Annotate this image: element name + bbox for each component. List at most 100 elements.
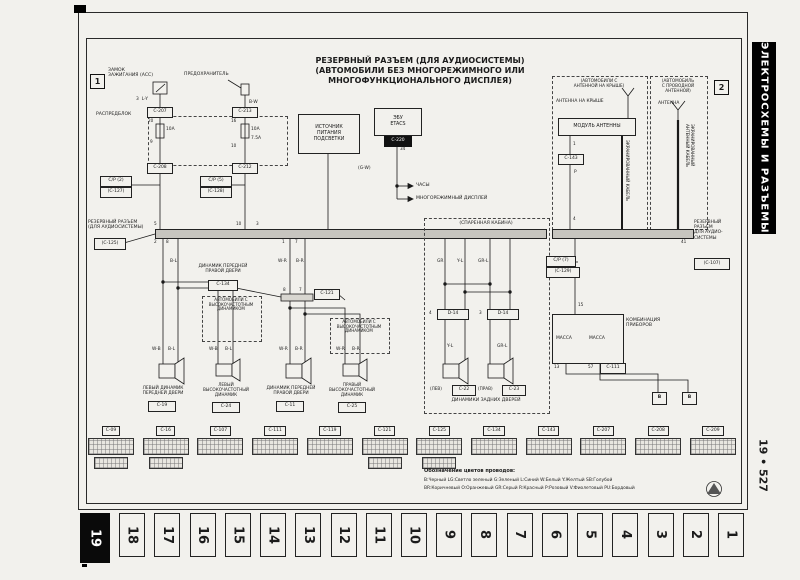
connector-pin-grid: [635, 437, 682, 455]
fuse1-top-pin: 20: [148, 118, 154, 123]
section-tab-2: 2: [682, 513, 709, 557]
connector-c213: C-213: [232, 107, 258, 118]
bus-pin-below-2: 8: [166, 239, 169, 244]
connector-id-label: C-121: [373, 426, 396, 436]
connector-pin-grid: [197, 437, 244, 455]
section-tab-8: 8: [471, 513, 498, 557]
bus-pin-below-3: 1: [282, 239, 285, 244]
chapter-side-tab: ЭЛЕКТРОСХЕМЫ И РАЗЪЕМЫ: [752, 42, 776, 234]
wire-br-top: B-R: [296, 259, 304, 264]
legend-header: Обозначение цветов проводов:: [424, 468, 516, 474]
connector-c134: C-134: [208, 280, 238, 291]
section-tab-19: 19: [80, 513, 110, 563]
page-number: 19 • 527: [756, 439, 770, 492]
antenna-module-box: МОДУЛЬ АНТЕННЫ: [558, 118, 636, 136]
connector-pin-grid: [361, 437, 408, 455]
connector-c143: C-143: [558, 154, 584, 165]
connector-c19: C-19: [148, 401, 176, 412]
connector-pinout-C-119: C-119: [306, 426, 353, 455]
section-tab-16: 16: [189, 513, 216, 557]
instrument-cluster-label: КОМБИНАЦИЯ ПРИБОРОВ: [626, 318, 661, 329]
fuse2-bottom-pin: 10: [231, 143, 237, 148]
ignition-switch-label: ЗАМОК ЗАЖИГАНИЯ (ACC): [108, 68, 154, 79]
wired-antenna-option-box: [650, 76, 708, 230]
ground-label-1: МАССА: [556, 336, 572, 341]
connector-pin-grid: [580, 437, 627, 455]
reserve-connector-bar-c107: [552, 229, 694, 239]
connector-pinout-C-121: C-121: [361, 426, 408, 469]
etacs-ecu-box: ЭБУ ETACS: [374, 108, 422, 136]
joint-cp2-connector: (C-127): [100, 187, 132, 198]
ignition-pin: 3: [136, 97, 139, 102]
ignition-wire-color: L-Y: [141, 97, 148, 102]
connector-pinout-C-143: C-143: [525, 426, 572, 455]
legend-line2: BR:Коричневый O:Оранжевый GR:Серый R:Кра…: [424, 486, 635, 491]
connector-d14-left: D-14: [437, 309, 469, 320]
diagram-border: [86, 38, 742, 504]
wire-wr-top: W-R: [278, 259, 287, 264]
section-tab-4: 4: [612, 513, 639, 557]
diagram-marker-1: 1: [90, 74, 105, 89]
ground-label-2: МАССА: [589, 336, 605, 341]
wire-label-5: W-R: [279, 347, 288, 352]
cluster-pin-57: 57: [588, 364, 594, 369]
chapter-title: ЭЛЕКТРОСХЕМЫ И РАЗЪЕМЫ: [758, 42, 770, 234]
rear-wire-grl-2: GR-L: [497, 344, 508, 349]
connector-pin-grid: [525, 437, 572, 455]
bus-pin-above-1: 5: [154, 221, 157, 226]
connector-id-label: C-208: [647, 426, 669, 436]
connector-id-label: C-16: [156, 426, 175, 436]
rear-wire-grl: GR-L: [478, 259, 489, 264]
fuse2-top-pin: 16: [231, 118, 237, 123]
joint-cp7-connector: (C-129): [546, 267, 580, 278]
distribution-block-label: РАСПРЕДБЛОК: [96, 112, 132, 117]
connector-c23: C-23: [502, 385, 526, 396]
connector-pinout-C-16: C-16: [142, 426, 189, 469]
connector-pinout-C-209: C-209: [689, 426, 736, 455]
section-tab-10: 10: [400, 513, 427, 557]
reserve-connector-bar-c125: [155, 229, 547, 239]
legend-line1: B:Черный LG:Светло зеленый G:Зеленый L:С…: [424, 478, 613, 483]
wire-label-3: W-B: [209, 347, 218, 352]
section-tab-9: 9: [436, 513, 463, 557]
connector-pin-grid-secondary: [148, 456, 183, 469]
connector-c212: C-212: [232, 163, 258, 174]
connector-pin-grid-secondary: [94, 456, 128, 469]
joint-cp7: C/P (7): [546, 256, 576, 267]
reserve-connector-right-label: РЕЗЕРВНЫЙ РАЗЪЕМ ДЛЯ АУДИО- СИСТЕМЫ: [694, 220, 723, 241]
connector-pin-grid-secondary: [422, 456, 457, 469]
wired-antenna-option-label: (АВТОМОБИЛЬ С ПРОВОДНОЙ АНТЕННОЙ): [661, 78, 695, 93]
joint-cp2: C/P (2): [100, 176, 132, 187]
connector-pinout-C-111: C-111: [252, 426, 299, 455]
connector-pinout-C-134: C-134: [471, 426, 518, 455]
joint-cp5-connector: (C-128): [200, 187, 232, 198]
shielded-cable-label: ЭКРАНИРОВАННЫЙ КАБЕЛЬ: [624, 140, 630, 201]
d14-left-pin: 4: [429, 310, 432, 315]
connector-pin-grid-secondary: [367, 456, 402, 469]
section-tab-12: 12: [330, 513, 357, 557]
ground-ref-left: B: [652, 392, 667, 405]
wire-label-8: B-R: [352, 347, 360, 352]
connector-id-label: C-09: [101, 426, 121, 436]
reserve-connector-left-label: РЕЗЕРВНЫЙ РАЗЪЕМ (ДЛЯ АУДИОСИСТЕМЫ): [88, 220, 144, 231]
connector-pin-grid: [252, 437, 299, 455]
section-tab-13: 13: [295, 513, 322, 557]
front-right-door-joint-label: ДИНАМИК ПЕРЕДНЕЙ ПРАВОЙ ДВЕРИ: [198, 264, 248, 275]
connector-c22: C-22: [452, 385, 476, 396]
connector-pinout-C-107: C-107: [197, 426, 244, 455]
rear-left-tag: (ЛЕВ): [430, 386, 442, 391]
section-tab-3: 3: [647, 513, 674, 557]
section-tab-1: 1: [717, 513, 744, 557]
bus-pin-above-2: 10: [236, 221, 242, 226]
diagram-title-line1: РЕЗЕРВНЫЙ РАЗЪЕМ (ДЛЯ АУДИОСИСТЕМЫ): [315, 56, 525, 65]
d14-right-pin: 3: [479, 310, 482, 315]
wire-label-4: B-L: [225, 347, 233, 352]
roof-antenna-label: АНТЕННА НА КРЫШЕ: [556, 99, 604, 104]
connector-pinout-C-125: C-125: [416, 426, 463, 469]
connector-pin-grid: [416, 437, 463, 455]
diagram-title-line2: (АВТОМОБИЛИ БЕЗ МНОГОРЕЖИМНОГО ИЛИ: [315, 66, 525, 75]
antenna-wire-p: P: [574, 170, 577, 175]
front-left-speaker-label: ЛЕВЫЙ ДИНАМИК ПЕРЕДНЕЙ ДВЕРИ: [142, 386, 184, 397]
section-tab-15: 15: [224, 513, 251, 557]
